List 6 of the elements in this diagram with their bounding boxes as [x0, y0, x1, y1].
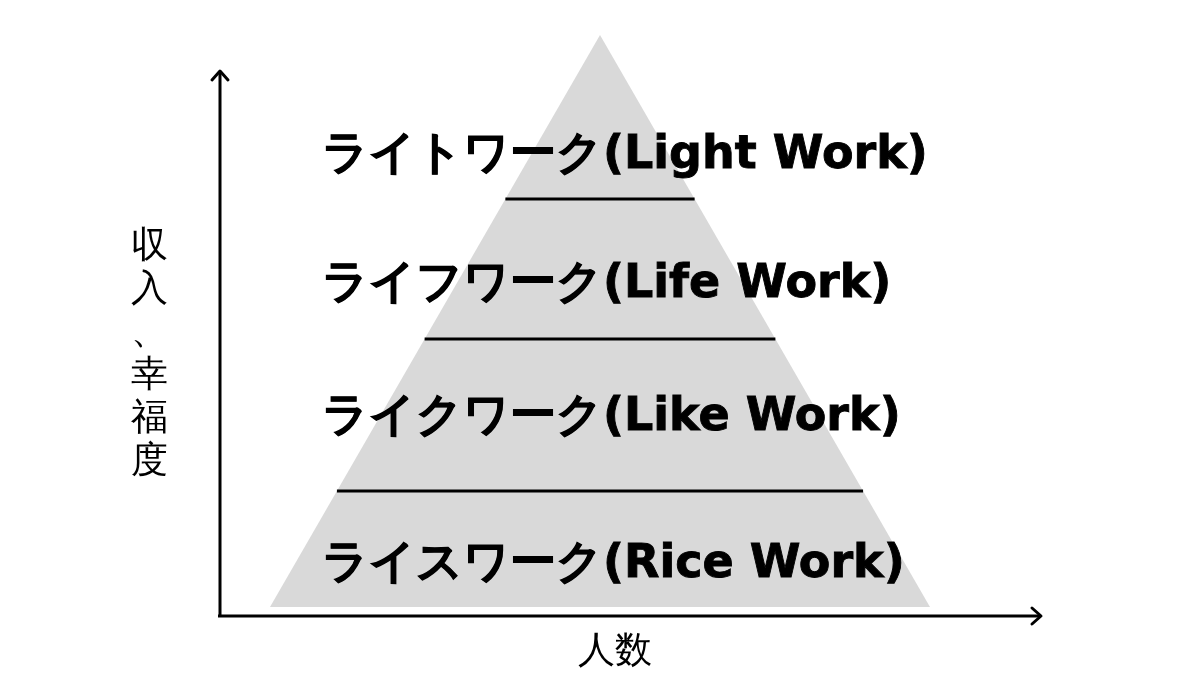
axis-title: 収入、幸福度	[131, 224, 169, 482]
layer-label: ライフワーク(Life Work)	[321, 253, 893, 309]
layer-label: ライスワーク(Rice Work)	[321, 533, 906, 589]
layer-label: ライクワーク(Like Work)	[321, 386, 902, 442]
axis-title: 人数	[578, 628, 652, 672]
layer-label: ライトワーク(Light Work)	[321, 124, 929, 180]
